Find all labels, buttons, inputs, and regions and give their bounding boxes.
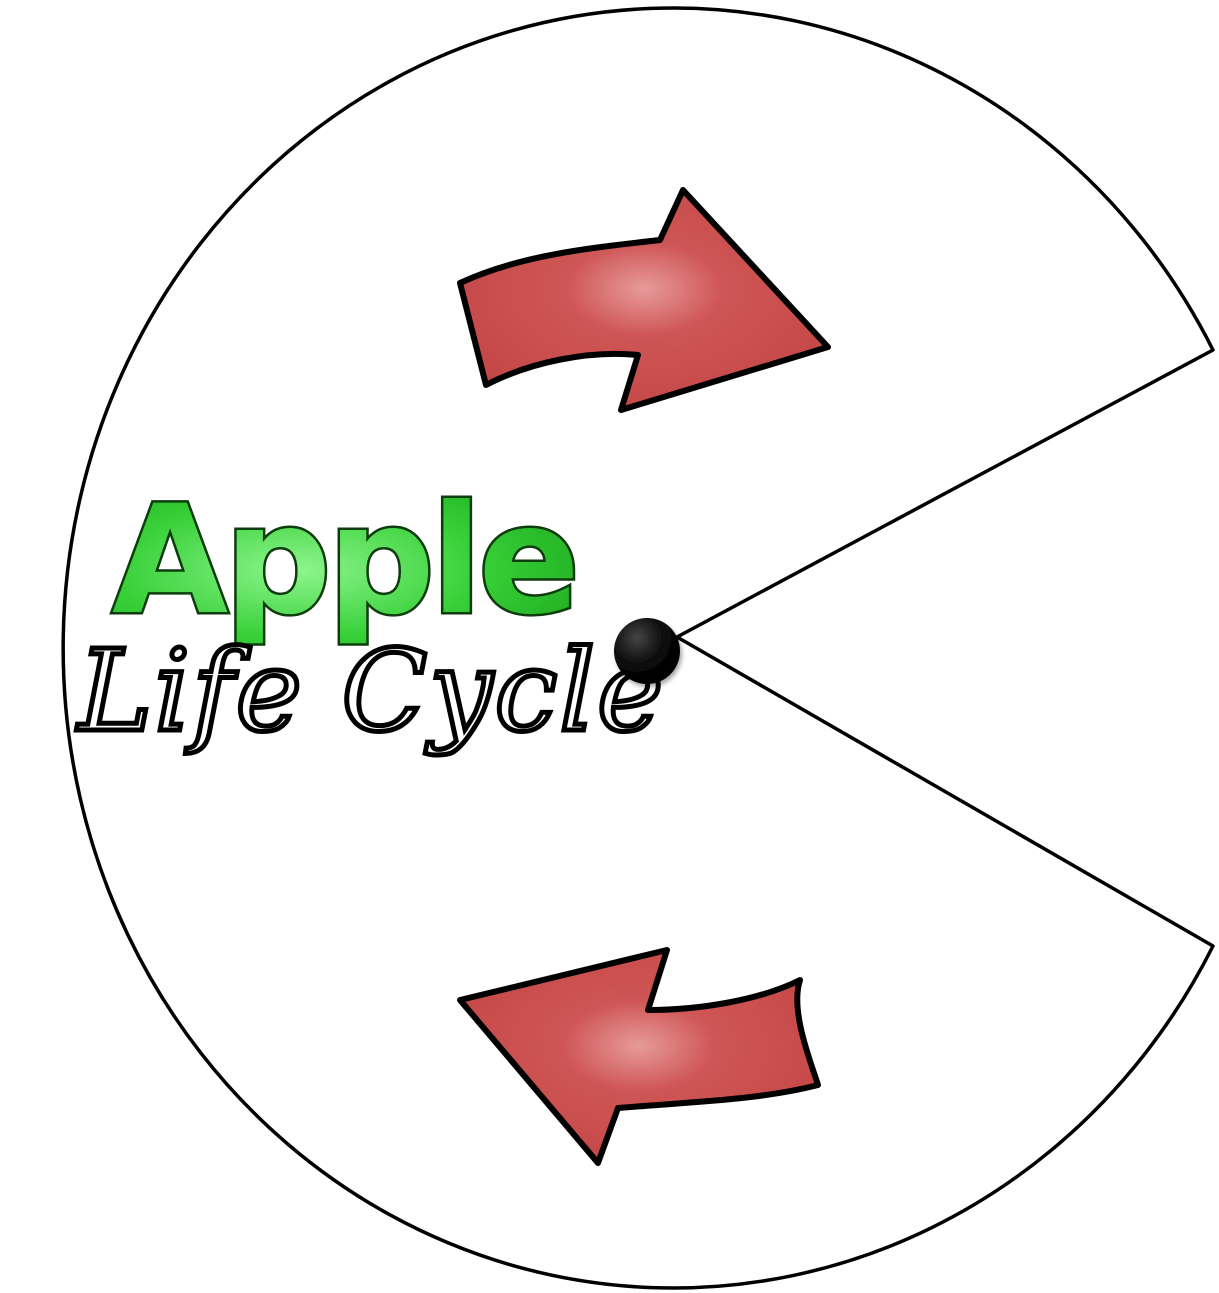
center-pin-icon (614, 618, 680, 684)
title-apple: Apple (112, 474, 576, 648)
title-life-cycle: Life Cycle (76, 627, 665, 757)
title-logo: Apple Life Cycle (74, 472, 666, 760)
curved-arrow-left-icon (457, 947, 821, 1166)
curved-arrow-right-icon (457, 187, 831, 413)
